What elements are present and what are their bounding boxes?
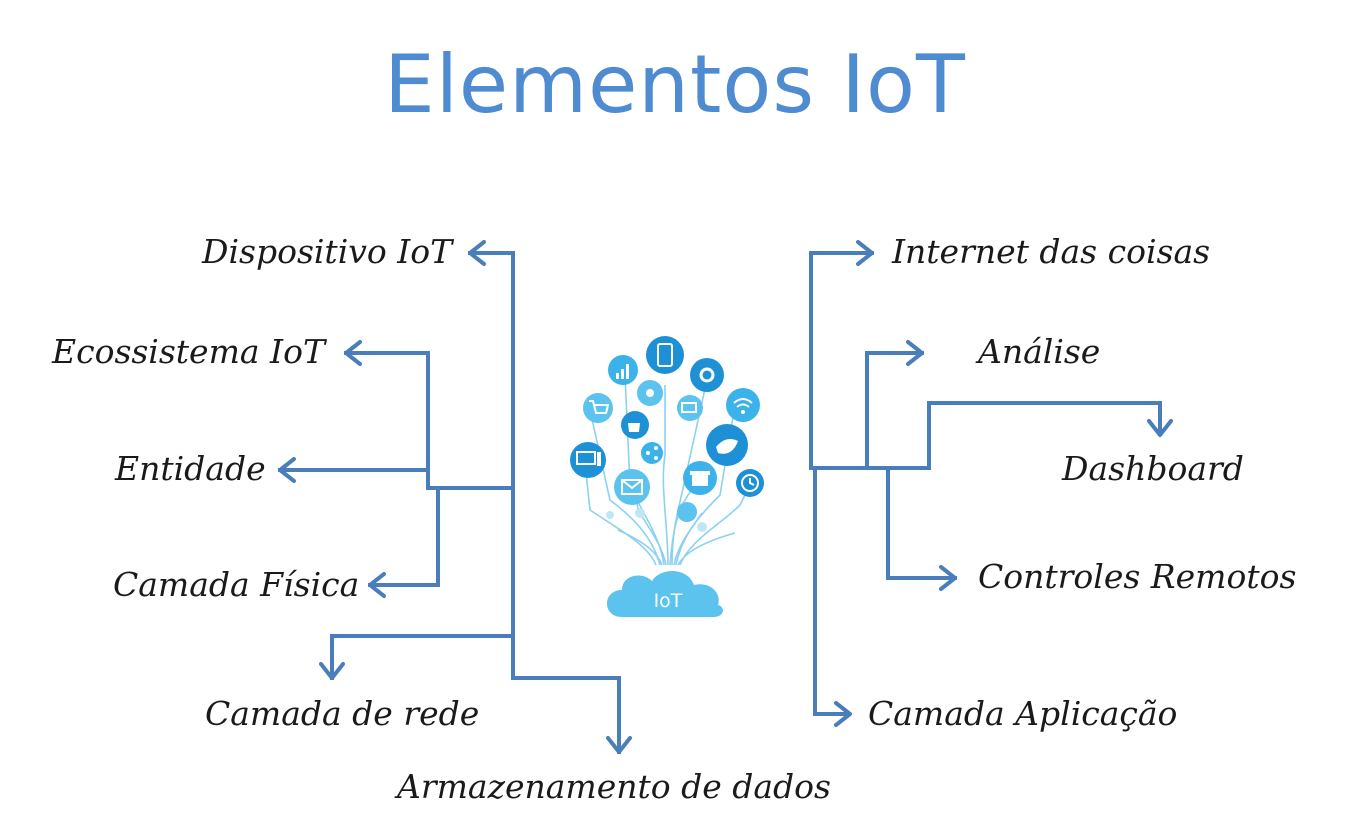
arrowhead-ecossistema [344, 340, 362, 366]
label-camada-fisica: Camada Física [113, 565, 360, 604]
arrowhead-dispositivo [468, 240, 486, 266]
arrowhead-camada-rede [319, 662, 345, 680]
arrowhead-internet [856, 240, 874, 266]
cloud-label: IoT [654, 590, 683, 612]
bubble-coffee-icon [621, 411, 649, 439]
connector-camada-fisica [368, 486, 440, 587]
connector-internet [809, 251, 874, 470]
arrowhead-entidade [278, 457, 296, 483]
connector-armazenamento [511, 634, 621, 754]
connector-dispositivo [468, 251, 515, 638]
bubble-phone-icon [646, 336, 684, 374]
label-armazenamento-de-dados: Armazenamento de dados [397, 767, 831, 806]
page-title: Elementos IoT [384, 38, 966, 131]
connector-dashboard [927, 401, 1162, 470]
label-camada-de-rede: Camada de rede [205, 694, 480, 733]
connector-ecossistema [344, 351, 515, 490]
connector-aplicacao [813, 466, 850, 716]
arrowhead-controles [939, 565, 957, 591]
iot-cloud-icon: IoT [607, 570, 723, 617]
bubble-gift-icon [683, 461, 717, 495]
bubble-wifi-icon [726, 388, 760, 422]
connector-analise [809, 351, 924, 470]
bubble-mail-icon [614, 469, 650, 505]
connector-camada-rede [330, 634, 515, 680]
label-analise: Análise [978, 332, 1101, 371]
arrowhead-armazenamento [606, 736, 632, 754]
connector-controles [886, 466, 957, 580]
label-ecossistema-iot: Ecossistema IoT [52, 332, 325, 371]
bubble-share-icon [641, 442, 663, 464]
label-controles-remotos: Controles Remotos [978, 557, 1297, 596]
iot-tree-illustration: IoT [570, 336, 764, 617]
label-internet-das-coisas: Internet das coisas [892, 232, 1211, 271]
label-entidade: Entidade [115, 449, 266, 488]
arrowhead-dashboard [1147, 419, 1173, 437]
bubble-cart-icon [583, 393, 613, 423]
bubble-fan-icon [637, 380, 663, 406]
label-dashboard: Dashboard [1062, 449, 1244, 488]
arrowhead-analise [906, 340, 924, 366]
label-camada-aplicacao: Camada Aplicação [868, 694, 1178, 733]
bubble-people-icon [677, 502, 697, 522]
label-dispositivo-iot: Dispositivo IoT [202, 232, 453, 271]
bubble-chart-icon [608, 355, 638, 385]
bubble-battery-icon [677, 395, 703, 421]
bubble-bird-icon [706, 424, 748, 466]
arrowhead-camada-fisica [368, 572, 386, 598]
bubble-clock-icon [736, 469, 764, 497]
bubble-gear-icon [690, 358, 724, 392]
arrowhead-aplicacao [834, 701, 852, 727]
bubble-computer-icon [570, 442, 606, 478]
